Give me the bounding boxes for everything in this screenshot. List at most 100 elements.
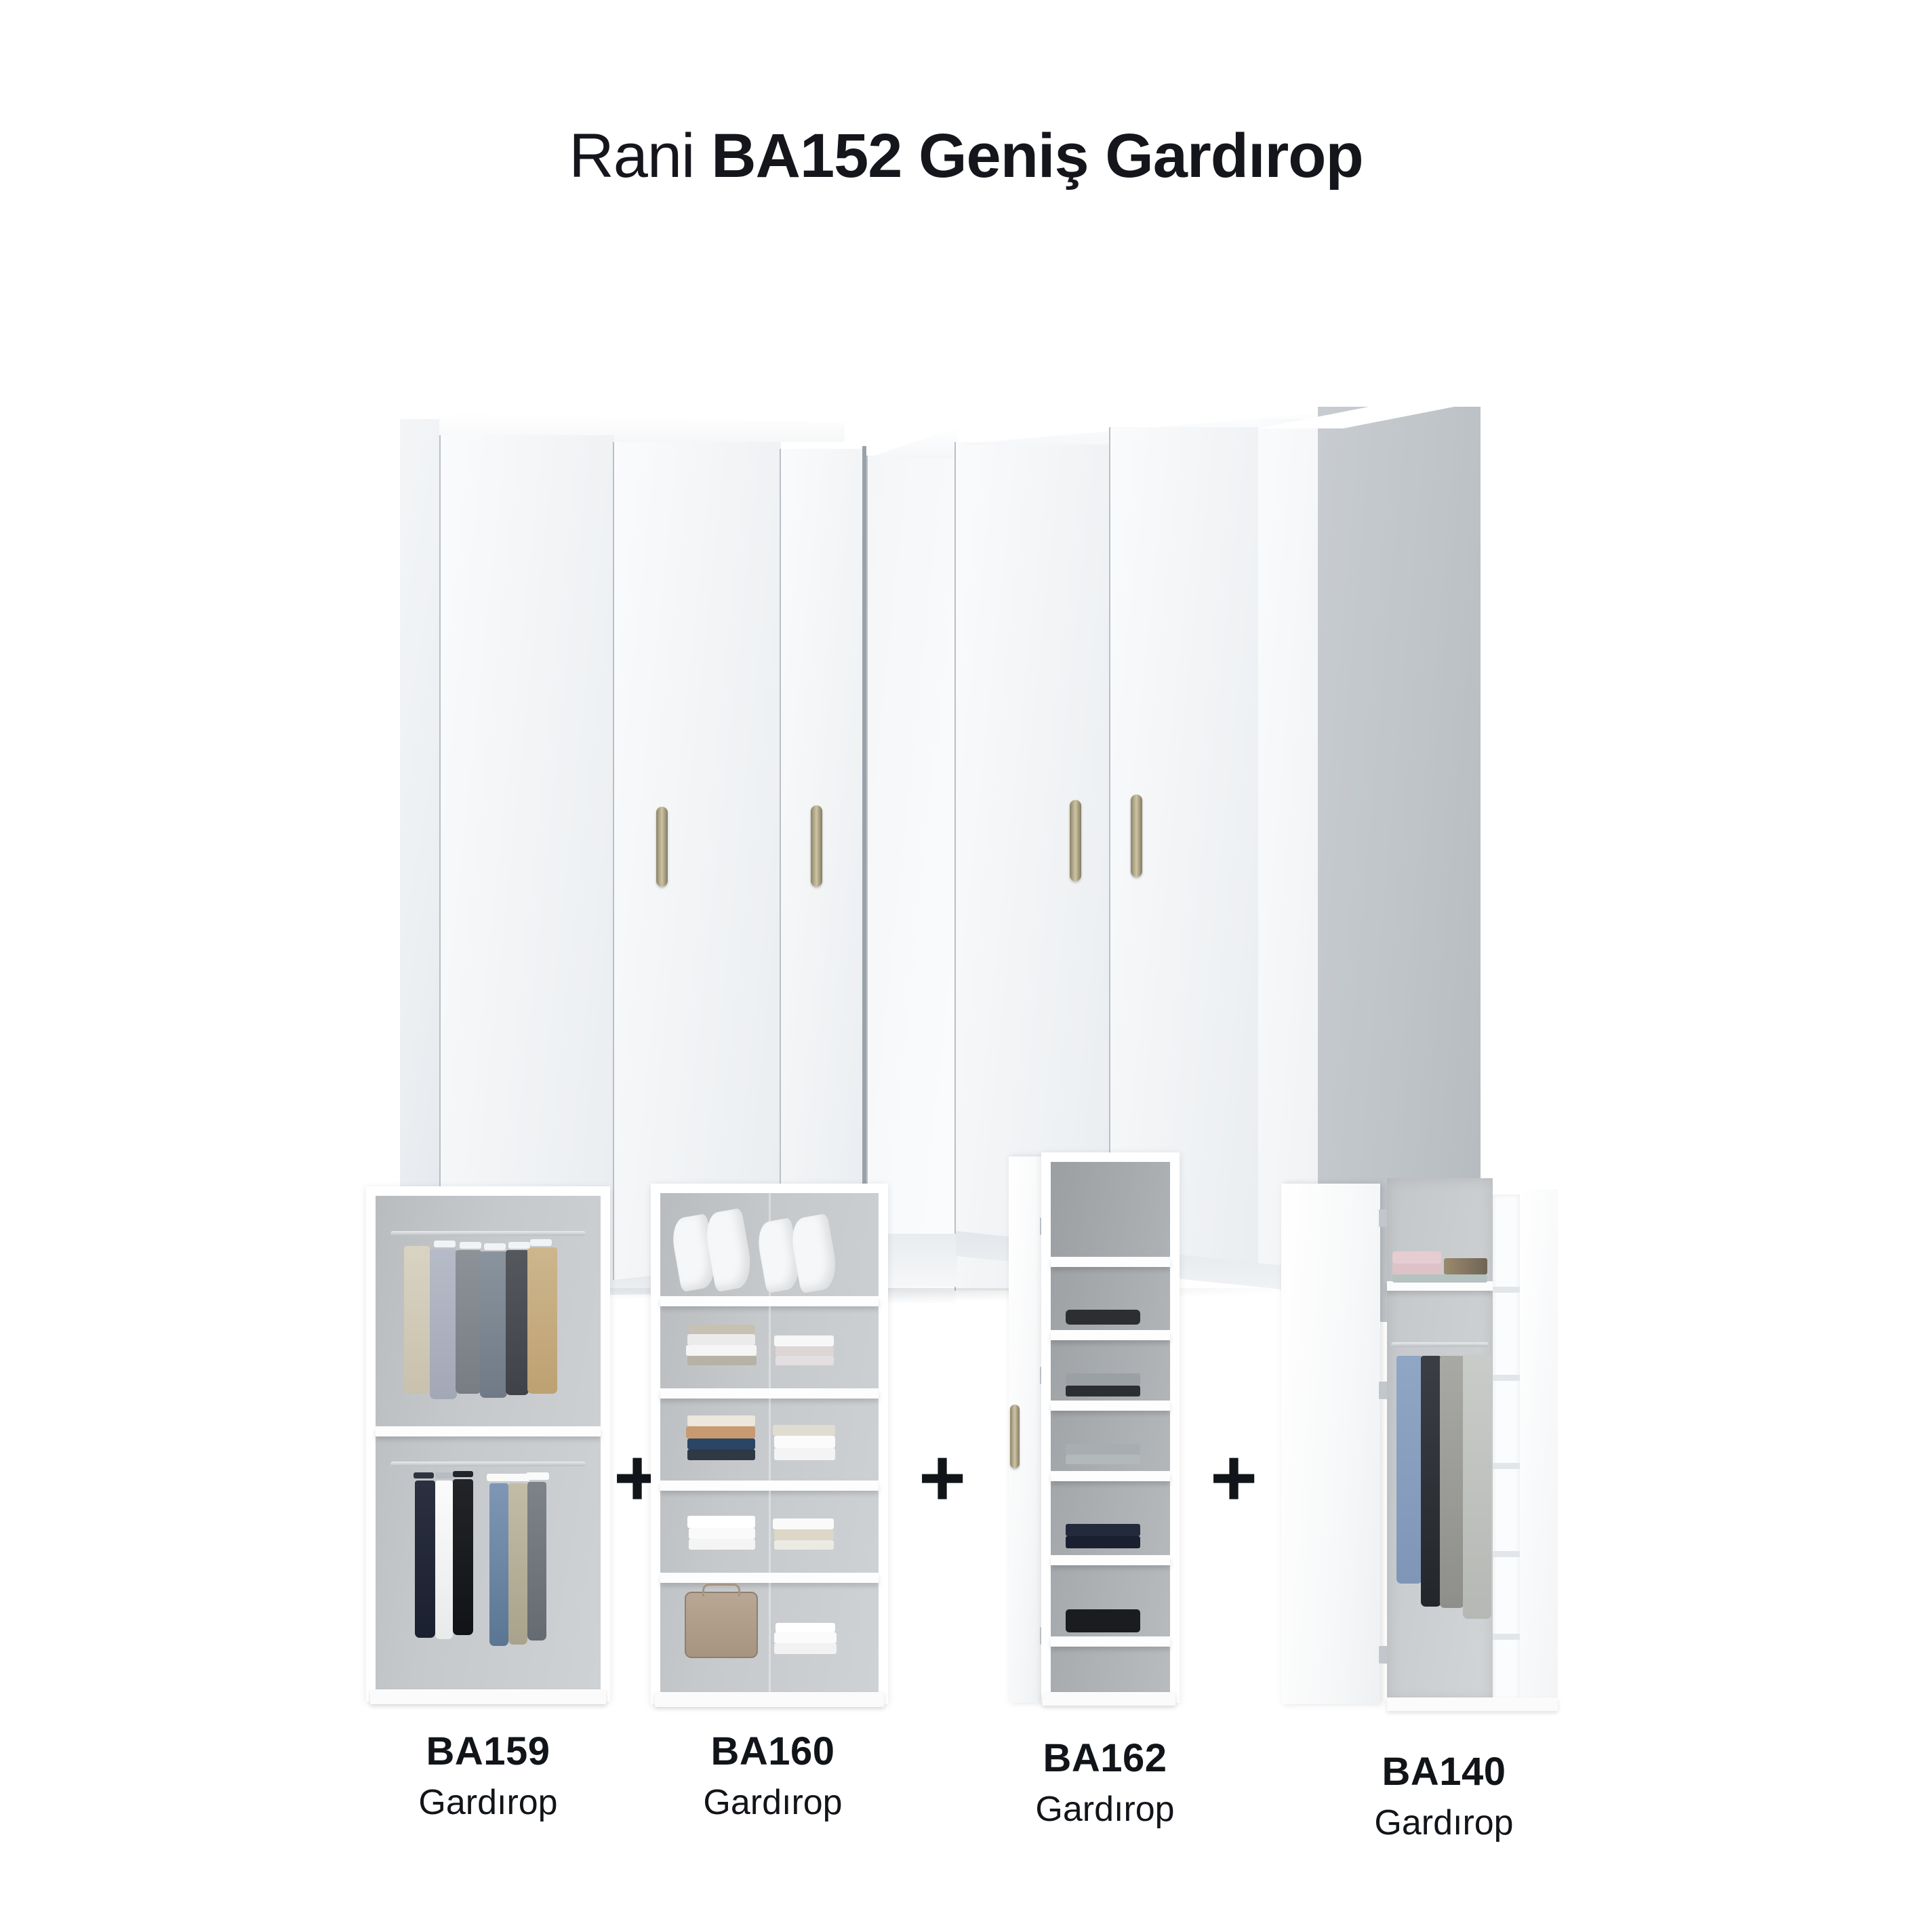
BA140-carcass [1387,1178,1493,1702]
label-BA162-code: BA162 [1043,1736,1167,1780]
BA160-stack-4e [774,1529,834,1540]
BA160-shelf-2 [660,1388,879,1398]
BA159-hanger-bot-5 [507,1474,530,1481]
BA160-stack-5a [774,1643,837,1654]
BA159-garment-bot-5 [508,1483,527,1645]
plus-separator-2: + [918,1432,967,1523]
module-BA160 [651,1184,888,1707]
plus-separator-3: + [1209,1432,1258,1523]
BA160-stack-2b [686,1345,757,1356]
BA140-garment-blue-shirt [1396,1356,1422,1584]
BA160-stack-4a [689,1539,755,1550]
BA160-stack-3f [774,1436,835,1448]
BA162-shelf-1 [1051,1257,1170,1267]
module-breakdown-row: + [0,1146,1932,1932]
BA159-hanger-bot-4 [487,1474,510,1481]
label-BA159-type: Gardırop [418,1783,558,1822]
BA162-stack-5b [1066,1524,1140,1536]
BA159-garment-top-6 [527,1247,557,1394]
BA160-stack-2f [776,1346,834,1356]
BA159-hanger-top-3 [484,1243,506,1250]
BA160-stack-4d [774,1540,834,1550]
BA160-bag-handle [702,1584,740,1596]
label-BA162: BA162 Gardırop [929,1735,1281,1830]
page-title: Rani BA152 Geniş Gardırop [0,121,1932,192]
BA162-carcass [1041,1152,1180,1703]
label-BA160-type: Gardırop [703,1783,843,1822]
BA160-base-plinth [655,1692,884,1707]
BA160-stack-3c [686,1426,755,1438]
BA160-stack-3a [687,1449,755,1460]
BA159-carcass [366,1186,610,1702]
BA159-hanger-bot-6 [526,1472,549,1480]
BA162-shelf-2 [1051,1330,1170,1340]
BA160-stack-3g [773,1425,835,1436]
BA160-pillow-4 [788,1213,841,1294]
wardrobe-door-5[interactable] [954,442,1110,1291]
BA140-side-shelf-1 [1493,1287,1520,1293]
BA162-shelf-3 [1051,1401,1170,1411]
label-BA140-code: BA140 [1382,1750,1506,1794]
BA159-top-rail [390,1231,586,1236]
BA160-interior [660,1193,879,1695]
BA140-top-shelf [1387,1281,1493,1291]
BA159-garment-top-2 [430,1249,457,1399]
BA140-right-outer-panel [1520,1189,1558,1704]
wardrobe-handle-2[interactable] [811,805,822,887]
BA162-stack-3b [1066,1373,1140,1386]
BA159-garment-top-3 [456,1250,481,1394]
label-BA159: BA159 Gardırop [312,1729,664,1823]
wardrobe-handle-1[interactable] [656,807,668,887]
BA140-shelf-linen-teal [1392,1274,1487,1283]
BA140-side-shelf-column [1493,1194,1520,1702]
wardrobe-door-1[interactable] [439,435,614,1291]
label-BA160-code: BA160 [710,1729,835,1773]
BA159-hanger-top-4 [508,1242,530,1249]
wardrobe-door-4[interactable] [866,456,956,1303]
BA140-side-shelf-5 [1493,1634,1520,1640]
wardrobe-handle-4[interactable] [1131,794,1142,877]
BA159-hanger-top-2 [460,1242,481,1249]
BA159-hanger-bot-3 [453,1471,473,1477]
BA159-garment-top-5 [506,1250,529,1395]
wardrobe-door-2[interactable] [613,442,781,1295]
BA159-base-plinth [370,1689,606,1704]
BA159-middle-shelf [376,1426,601,1436]
wardrobe-left-side-panel [400,419,441,1289]
BA140-side-shelf-4 [1493,1551,1520,1557]
BA159-interior [376,1196,601,1692]
BA160-stack-3b [687,1438,755,1449]
BA140-garment-patterned-dress [1463,1354,1491,1619]
BA159-garment-bot-4 [489,1483,508,1646]
BA160-storage-bag [685,1592,758,1658]
BA140-open-door[interactable] [1281,1184,1380,1704]
BA160-stack-2a [687,1356,757,1365]
BA160-carcass [651,1184,888,1704]
BA140-hanging-rail [1391,1342,1489,1347]
BA159-hanger-top-1 [434,1241,456,1247]
door-top-cap-corner [866,427,958,458]
module-BA159 [366,1186,610,1704]
BA160-stack-4c [687,1516,755,1528]
BA162-door-handle[interactable] [1010,1405,1020,1468]
BA159-garment-bot-2 [435,1481,453,1639]
BA162-stack-6 [1066,1609,1140,1632]
BA162-interior [1051,1162,1170,1693]
hero-wardrobe [0,203,1932,1322]
BA162-shelf-6 [1051,1636,1170,1647]
BA160-stack-2g [774,1335,834,1346]
label-BA140: BA140 Gardırop [1268,1749,1620,1843]
BA140-side-shelf-3 [1493,1463,1520,1469]
module-BA140 [1281,1178,1558,1711]
BA162-stack-4b [1066,1444,1140,1455]
BA160-stack-2c [687,1334,755,1345]
BA140-side-shelf-2 [1493,1375,1520,1381]
BA140-shelf-linen-pink [1392,1251,1441,1264]
wardrobe-handle-3[interactable] [1070,800,1081,881]
label-BA160: BA160 Gardırop [597,1729,949,1823]
BA159-bottom-rail [390,1462,586,1466]
BA160-stack-2d [689,1325,755,1334]
module-BA162 [1009,1152,1180,1706]
BA160-stack-4b [689,1528,755,1539]
